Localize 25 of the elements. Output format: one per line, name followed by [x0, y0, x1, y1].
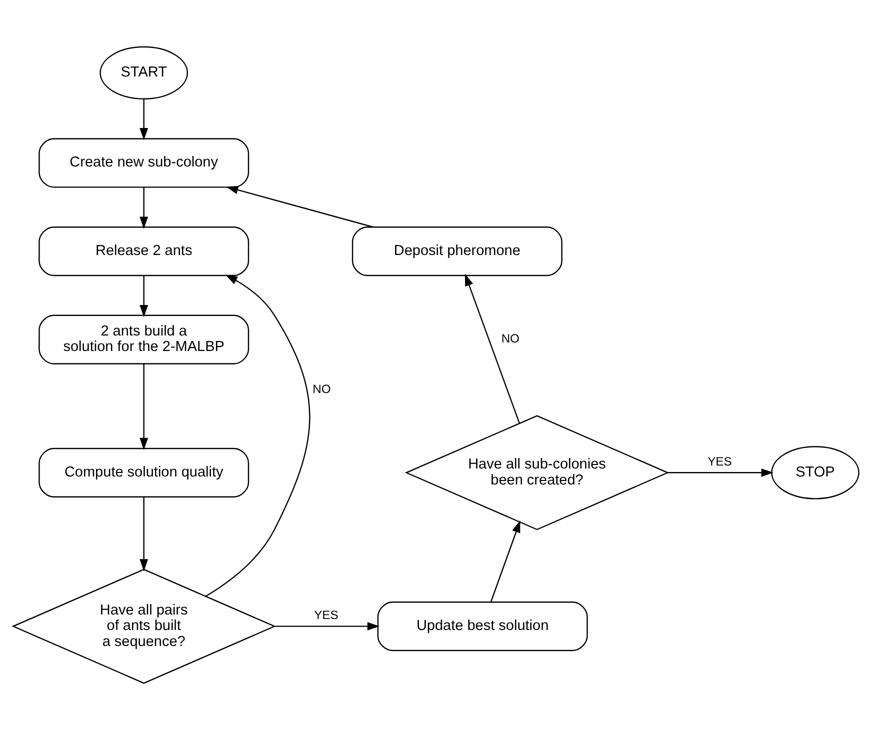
node-box: Update best solution — [377, 601, 588, 651]
edge-label: NO — [501, 331, 520, 346]
node-diamond: Have all sub-colonies been created? — [404, 414, 670, 530]
arrow — [668, 468, 774, 476]
edge-label: NO — [312, 381, 331, 396]
node-box: Release 2 ants — [38, 226, 250, 276]
arrow — [226, 185, 374, 228]
node-box: Deposit pheromone — [352, 226, 562, 276]
arrow — [140, 98, 148, 140]
arrow — [140, 275, 148, 317]
node-diamond: Have all pairs of ants built a sequence? — [12, 568, 276, 684]
arrow — [490, 520, 520, 602]
node-box: 2 ants build a solution for the 2-MALBP — [38, 314, 250, 364]
arrow — [205, 274, 310, 596]
arrow — [140, 496, 148, 571]
arrow — [464, 273, 520, 424]
node-ellipse: STOP — [771, 446, 860, 499]
node-box: Create new sub-colony — [38, 138, 250, 188]
arrow — [274, 622, 380, 630]
node-ellipse: START — [100, 46, 188, 99]
arrow — [140, 363, 148, 450]
edge-label: YES — [708, 454, 732, 468]
edge-label: YES — [314, 608, 338, 622]
arrow — [140, 186, 148, 228]
node-box: Compute solution quality — [38, 447, 250, 497]
